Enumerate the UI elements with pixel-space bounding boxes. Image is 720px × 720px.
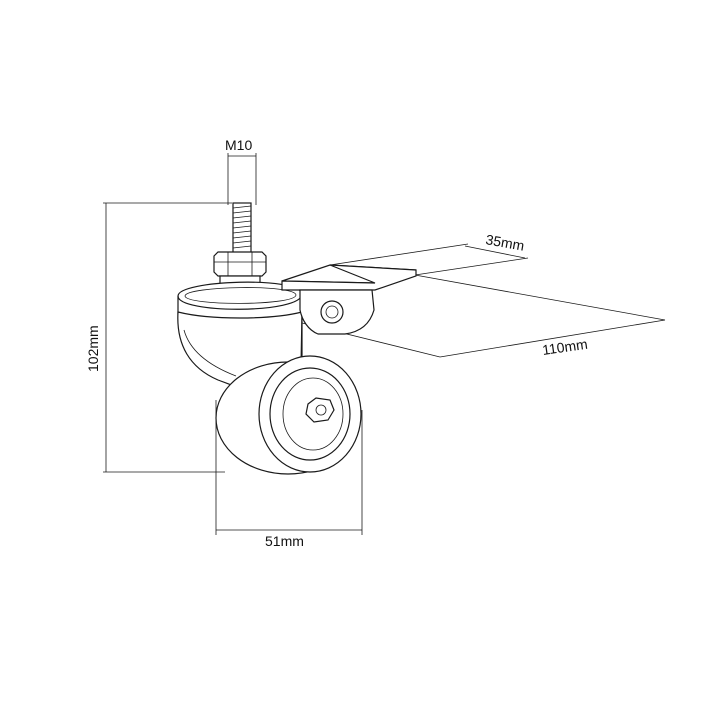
- plate-length-label: 110mm: [541, 336, 588, 358]
- wheel-width-dimension: 51mm: [215, 400, 363, 549]
- wheel: [215, 355, 362, 475]
- brake-pedal: [281, 264, 417, 335]
- thread-dimension: M10: [225, 137, 257, 205]
- threaded-stem: [232, 202, 252, 254]
- wheel-width-label: 51mm: [265, 533, 304, 549]
- height-dimension: 102mm: [85, 202, 232, 473]
- plate-width-extension-top: [329, 243, 469, 266]
- height-label: 102mm: [85, 325, 101, 372]
- plate-width-line: [464, 245, 526, 259]
- plate-length-line: [439, 319, 666, 358]
- plate-width-label: 35mm: [484, 231, 525, 254]
- plate-width-dimension: 35mm: [329, 231, 529, 276]
- plate-width-extension-bottom: [414, 257, 529, 276]
- thread-label: M10: [225, 137, 252, 153]
- plate-length-extension-right: [414, 274, 666, 321]
